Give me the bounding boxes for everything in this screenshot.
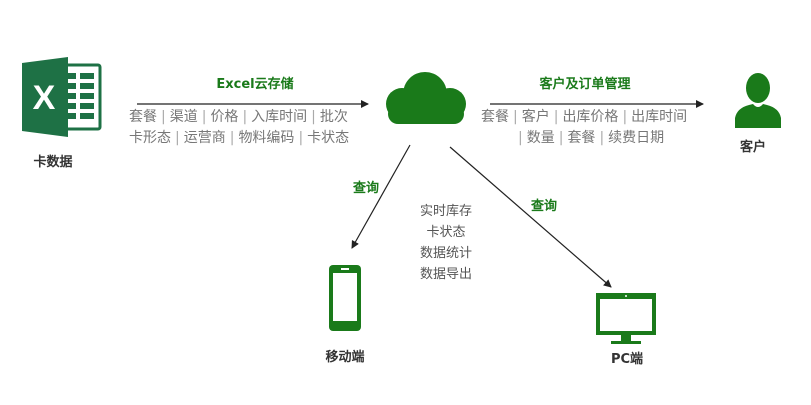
arrow-cloud-to-pc <box>449 146 612 288</box>
pc-label: PC端 <box>610 352 644 367</box>
field: 渠道 <box>169 109 198 125</box>
mobile-label: 移动端 <box>325 350 365 365</box>
field: 批次 <box>319 109 348 125</box>
edge-label-cloud-mobile: 查询 <box>353 181 380 196</box>
excel-icon-letter: X <box>33 79 56 117</box>
field: 卡状态 <box>307 130 350 146</box>
pc-node <box>595 292 657 346</box>
edge-label-excel-cloud: Excel云存储 <box>216 77 294 92</box>
cloud-icon <box>386 72 466 124</box>
field: 入库时间 <box>251 109 308 125</box>
function-list: 实时库存 卡状态 数据统计 数据导出 <box>406 201 486 285</box>
customer-fields-line2: |数量|套餐|续费日期 <box>518 130 665 146</box>
monitor-icon <box>596 293 656 344</box>
field: 套餐 <box>129 109 157 125</box>
customer-node <box>735 72 781 128</box>
card-data-node: X <box>18 57 104 137</box>
field: 套餐 <box>481 109 509 125</box>
field: 卡形态 <box>129 130 171 146</box>
excel-icon: X <box>22 57 102 137</box>
function-item: 卡状态 <box>426 225 466 240</box>
field: 续费日期 <box>608 130 665 146</box>
card-data-label: 卡数据 <box>33 155 73 170</box>
arrow-cloud-to-mobile <box>351 144 411 249</box>
function-item: 实时库存 <box>419 204 472 219</box>
function-item: 数据统计 <box>419 246 472 261</box>
edge-label-cloud-pc: 查询 <box>531 199 558 214</box>
field: 出库时间 <box>631 109 688 125</box>
cloud-node <box>380 70 470 126</box>
field: 物料编码 <box>238 130 295 146</box>
field: 价格 <box>210 109 239 125</box>
function-item: 数据导出 <box>419 267 472 282</box>
customer-label: 客户 <box>739 140 766 155</box>
customer-fields-line1: 套餐|客户|出库价格|出库时间 <box>481 109 688 125</box>
field: 出库价格 <box>562 109 619 125</box>
field: 客户 <box>521 109 550 125</box>
phone-icon <box>329 265 361 331</box>
mobile-node <box>328 264 362 332</box>
field: 套餐 <box>567 130 596 146</box>
field: 运营商 <box>183 130 226 146</box>
person-icon <box>735 73 781 128</box>
field: 数量 <box>526 130 555 146</box>
edge-label-cloud-customer: 客户及订单管理 <box>539 77 631 92</box>
excel-fields-line2: 卡形态|运营商|物料编码|卡状态 <box>129 130 350 146</box>
excel-fields-line1: 套餐|渠道|价格|入库时间|批次 <box>129 109 348 125</box>
